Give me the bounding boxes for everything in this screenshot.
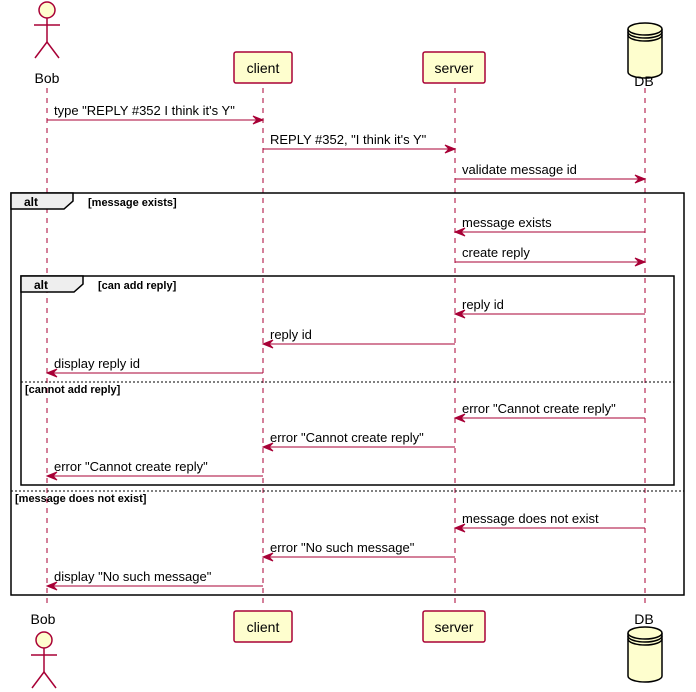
- alt-guard-outer: [message exists]: [88, 197, 177, 209]
- participant-box: [422, 51, 486, 84]
- alt-tab-inner: [20, 275, 84, 293]
- message-server-to-client: error "No such message": [261, 540, 455, 562]
- else-guard-inner: [cannot add reply]: [25, 384, 121, 396]
- arrowhead: [453, 523, 466, 533]
- actor-icon: [33, 1, 61, 59]
- message-server-to-client: reply id: [261, 327, 455, 349]
- alt-keyword-inner: alt: [34, 278, 48, 292]
- participant-label: Bob: [35, 70, 60, 86]
- arrowhead: [261, 442, 274, 452]
- message-label: error "Cannot create reply": [270, 430, 424, 445]
- participant-box: [422, 610, 486, 643]
- arrowhead: [261, 339, 274, 349]
- arrowhead: [45, 581, 58, 591]
- participant-bob-bottom: Bob: [30, 611, 58, 689]
- message-label: REPLY #352, "I think it's Y": [270, 132, 427, 147]
- message-client-to-bob: display "No such message": [45, 569, 263, 591]
- message-server-to-db: validate message id: [455, 162, 647, 184]
- message-db-to-server: message exists: [453, 215, 645, 237]
- participant-label: DB: [634, 611, 653, 627]
- message-client-to-server: REPLY #352, "I think it's Y": [263, 132, 457, 154]
- message-client-to-bob: display reply id: [45, 356, 263, 378]
- participant-label: DB: [634, 73, 653, 89]
- participant-server-top: server: [422, 51, 486, 84]
- message-client-to-bob: error "Cannot create reply": [45, 459, 263, 481]
- participant-bob-top: Bob: [33, 1, 61, 86]
- message-label: display "No such message": [54, 569, 212, 584]
- participant-box: [233, 51, 293, 84]
- message-label: message exists: [462, 215, 552, 230]
- arrowhead: [45, 368, 58, 378]
- message-label: create reply: [462, 245, 530, 260]
- alt-keyword-outer: alt: [24, 195, 38, 209]
- message-server-to-client: error "Cannot create reply": [261, 430, 455, 452]
- arrowhead: [261, 552, 274, 562]
- arrowhead: [45, 471, 58, 481]
- messages-group: type "REPLY #352 I think it's Y" REPLY #3…: [45, 103, 647, 591]
- participant-client-top: client: [233, 51, 293, 84]
- message-server-to-db: create reply: [455, 245, 647, 267]
- arrowhead: [453, 413, 466, 423]
- participant-label: client: [247, 60, 280, 76]
- arrowhead: [453, 227, 466, 237]
- database-icon: [627, 626, 663, 683]
- alt-guard-inner: [can add reply]: [98, 280, 177, 292]
- message-label: error "Cannot create reply": [462, 401, 616, 416]
- participant-client-bottom: client: [233, 610, 293, 643]
- participant-box: [233, 610, 293, 643]
- else-guard-outer: [message does not exist]: [15, 493, 147, 505]
- alt-frame-inner: [20, 275, 675, 486]
- message-bob-to-client: type "REPLY #352 I think it's Y": [47, 103, 265, 125]
- arrowhead: [252, 115, 265, 125]
- participant-label: server: [435, 60, 474, 76]
- arrowhead: [634, 257, 647, 267]
- participant-label: client: [247, 619, 280, 635]
- message-label: reply id: [462, 297, 504, 312]
- message-label: error "Cannot create reply": [54, 459, 208, 474]
- message-label: error "No such message": [270, 540, 415, 555]
- message-db-to-server: reply id: [453, 297, 645, 319]
- message-label: display reply id: [54, 356, 140, 371]
- arrowhead: [634, 174, 647, 184]
- alt-tab-outer: [10, 192, 74, 210]
- message-db-to-server: error "Cannot create reply": [453, 401, 645, 423]
- message-label: validate message id: [462, 162, 577, 177]
- message-label: type "REPLY #352 I think it's Y": [54, 103, 235, 118]
- alt-frame-outer: [10, 192, 685, 596]
- participant-server-bottom: server: [422, 610, 486, 643]
- message-label: reply id: [270, 327, 312, 342]
- participant-db-top: DB: [627, 22, 663, 89]
- message-db-to-server: message does not exist: [453, 511, 645, 533]
- participant-label: server: [435, 619, 474, 635]
- arrowhead: [444, 144, 457, 154]
- actor-icon: [30, 631, 58, 689]
- participant-db-bottom: DB: [627, 611, 663, 683]
- arrowhead: [453, 309, 466, 319]
- message-label: message does not exist: [462, 511, 599, 526]
- database-icon: [627, 22, 663, 79]
- participant-label: Bob: [31, 611, 56, 627]
